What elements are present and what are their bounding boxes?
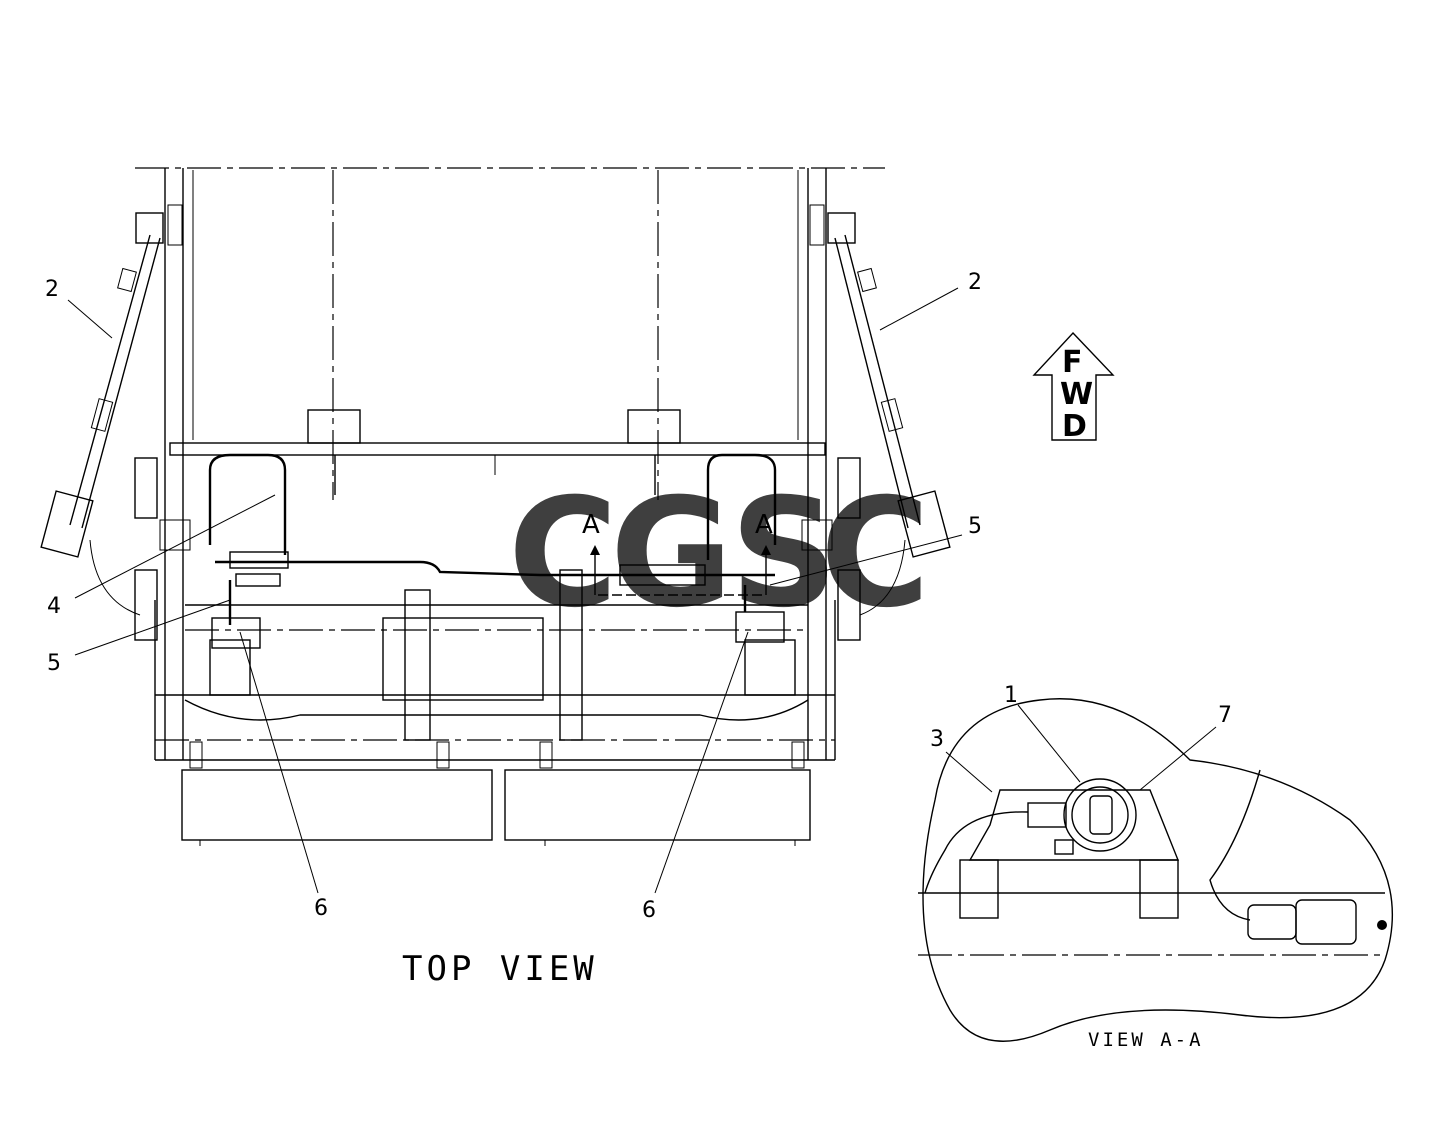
forward-arrow-icon: F W D <box>1032 331 1115 444</box>
callout-3: 3 <box>930 727 944 752</box>
fwd-letter-f: F <box>1062 345 1083 380</box>
fwd-letter-d: D <box>1062 409 1087 444</box>
watermark-letter-3: S <box>730 467 838 641</box>
callout-2-right: 2 <box>968 270 982 295</box>
callout-5-left: 5 <box>47 651 61 676</box>
callout-5-right: 5 <box>968 514 982 539</box>
callout-2-left: 2 <box>45 277 59 302</box>
watermark: C G S C <box>508 467 930 641</box>
watermark-letter-4: C <box>820 467 930 641</box>
watermark-letter-2: G <box>610 467 733 641</box>
left-strut <box>40 234 161 558</box>
callout-6-right: 6 <box>642 898 656 923</box>
callout-1: 1 <box>1004 683 1018 708</box>
callout-4: 4 <box>47 594 61 619</box>
callout-6-left: 6 <box>314 896 328 921</box>
right-strut <box>834 234 951 558</box>
wiring-harness <box>208 453 785 649</box>
view-aa-title: VIEW A-A <box>1088 1029 1204 1051</box>
fwd-letter-w: W <box>1060 377 1093 412</box>
section-mark-right: A <box>755 510 773 540</box>
top-view-drawing: C G S C A A <box>40 167 951 846</box>
callout-leaders <box>67 287 1217 894</box>
top-view-title: TOP VIEW <box>402 949 598 989</box>
callout-7: 7 <box>1218 703 1232 728</box>
section-mark-left: A <box>582 510 600 540</box>
view-aa-detail <box>918 698 1394 1042</box>
watermark-letter-1: C <box>508 467 618 641</box>
